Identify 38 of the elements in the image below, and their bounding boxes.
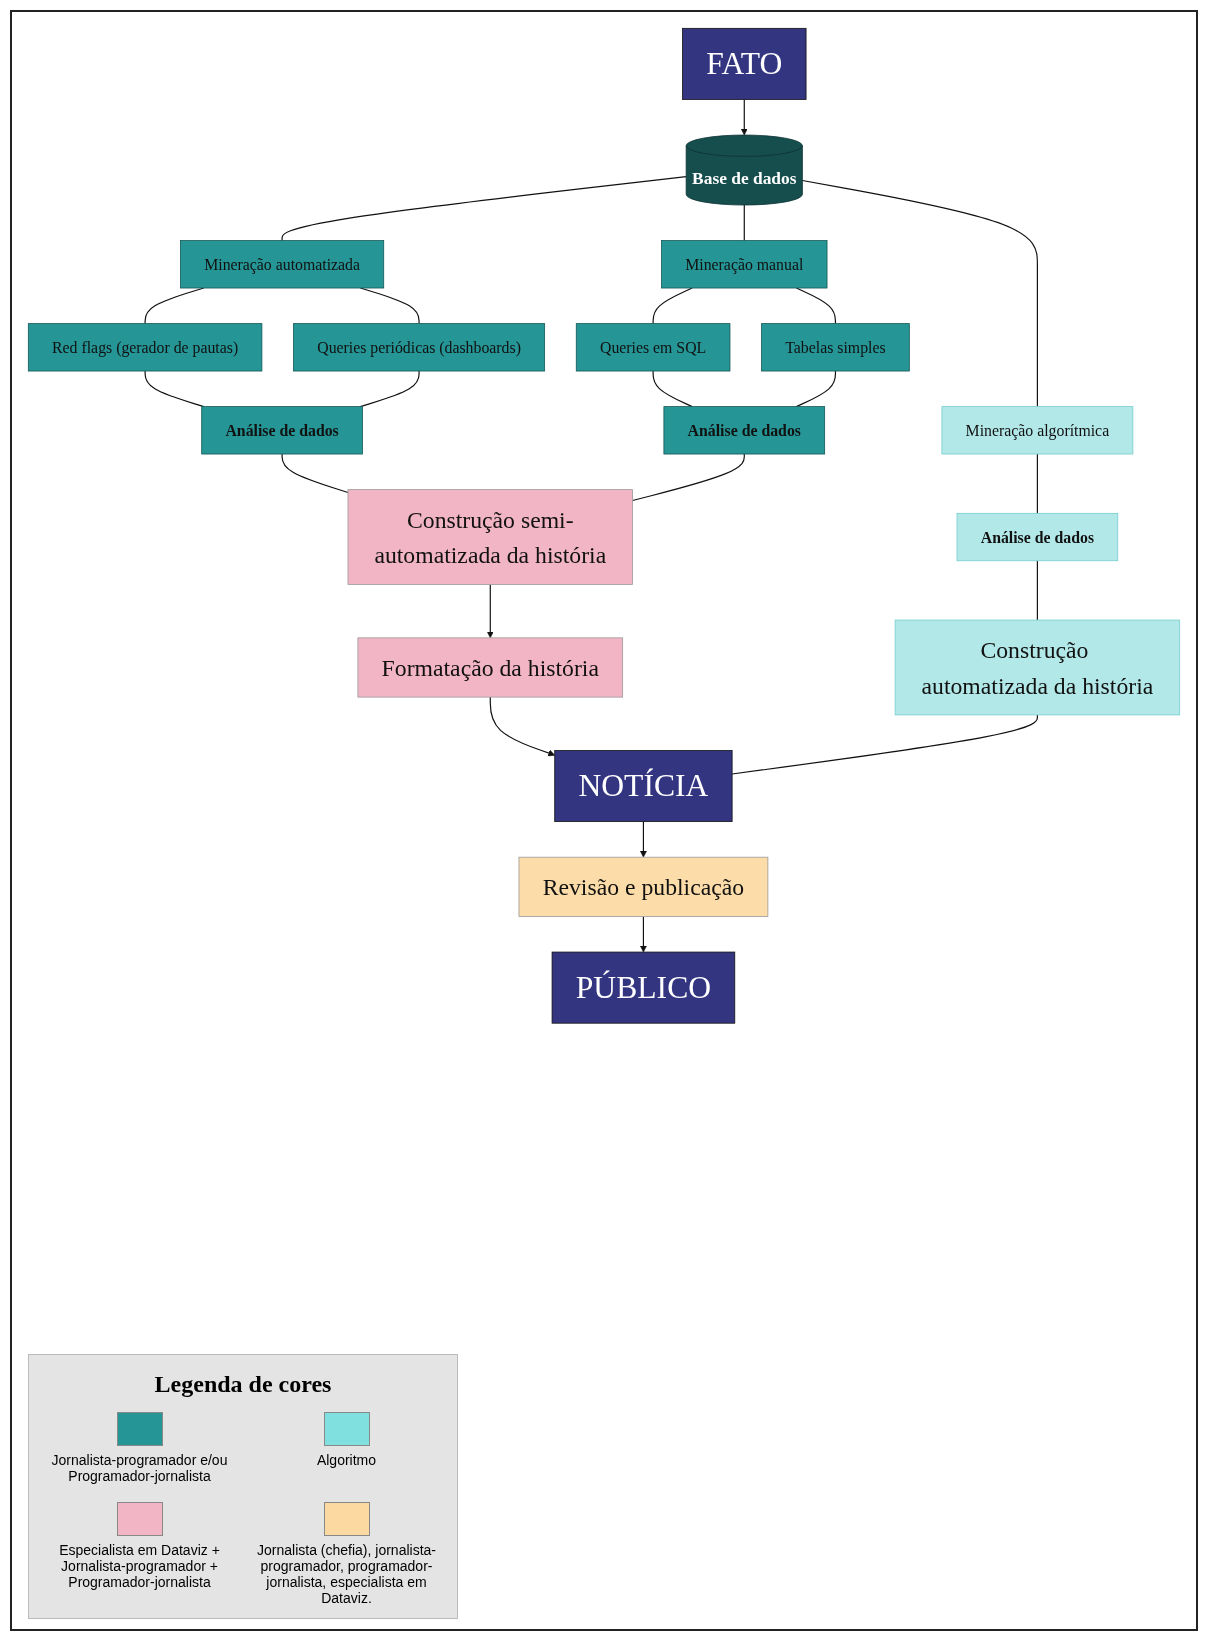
node-box: Red flags (gerador de pautas) <box>27 323 263 372</box>
connector <box>1036 560 1038 621</box>
node-box: PÚBLICO <box>551 951 736 1024</box>
connector <box>743 204 745 242</box>
node-box: Mineração automatizada <box>180 240 385 289</box>
node-box: Análise de dados <box>201 406 363 455</box>
arrow <box>639 821 647 858</box>
connector <box>281 453 349 494</box>
connector <box>801 179 1038 408</box>
connector <box>652 370 693 408</box>
node-box: Mineração manual <box>661 240 828 289</box>
connector <box>731 714 1038 775</box>
legend-text: Jornalista-programador e/ou Programador-jornalista <box>50 1452 229 1484</box>
node-box: Mineração algorítmica <box>941 406 1134 455</box>
arrow <box>639 915 647 953</box>
node-box: Formatação da história <box>357 637 624 698</box>
node-box: Tabelas simples <box>761 323 910 372</box>
connector <box>795 370 837 408</box>
node-box: Queries periódicas (dashboards) <box>293 323 546 372</box>
legend-text: Especialista em Dataviz + Jornalista-programador + Programador-jornalista <box>58 1542 221 1590</box>
node-box: Análise de dados <box>663 406 826 455</box>
arrow <box>740 98 748 136</box>
connector <box>1036 453 1038 514</box>
legend-text: Jornalista (chefia), jornalista-programador, programador-jornalista, especialista em Dataviz. <box>256 1542 437 1606</box>
connector <box>359 370 420 408</box>
arrow <box>486 583 494 639</box>
node-box: Construção automatizada da história <box>894 619 1181 716</box>
node-box: Análise de dados <box>956 512 1119 562</box>
node-box: FATO <box>682 27 807 100</box>
node-box: NOTÍCIA <box>554 750 733 822</box>
connector <box>281 176 687 242</box>
node-box: Construção semi-automatizada da história <box>347 489 633 585</box>
node-box: Revisão e publicação <box>518 856 769 917</box>
arrow <box>489 696 556 757</box>
connector <box>631 453 745 502</box>
node-box: Queries em SQL <box>575 323 731 372</box>
legend-title: Legenda de cores <box>153 1371 333 1398</box>
legend-text: Algoritmo <box>316 1452 377 1468</box>
